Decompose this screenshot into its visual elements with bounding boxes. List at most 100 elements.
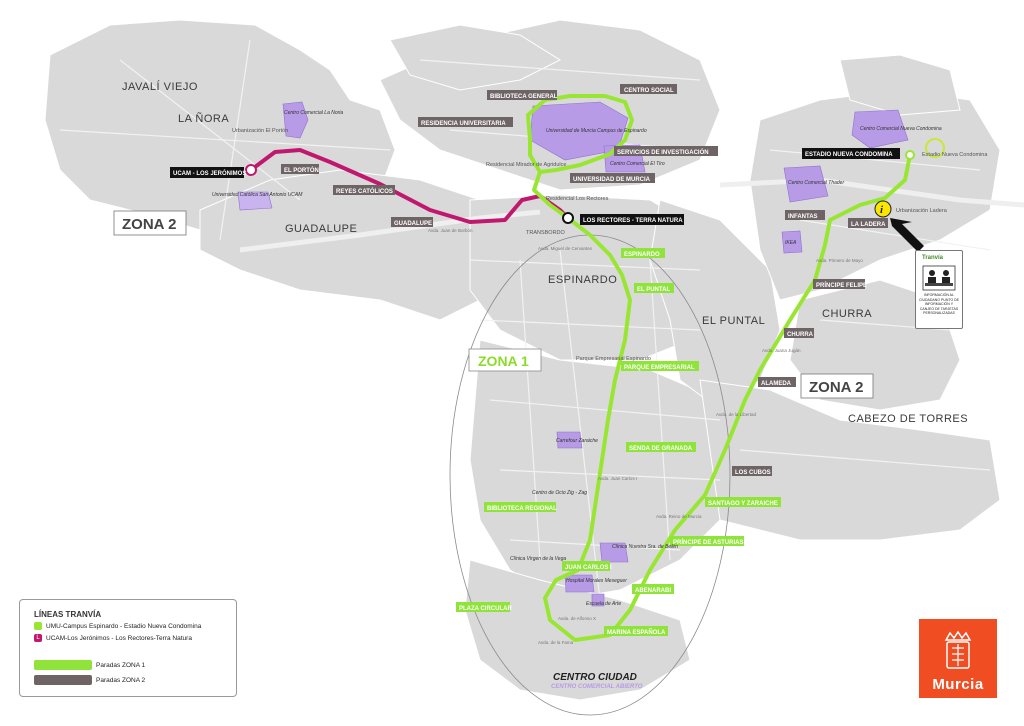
place-cabezo-de-torres: CABEZO DE TORRES xyxy=(848,413,968,425)
poi-cc-la-noria: Centro Comercial La Noria xyxy=(284,110,343,116)
murcia-logo: Murcia xyxy=(919,619,997,698)
tranvia-brand: Tranvía xyxy=(922,255,944,261)
street-miguel-cervantes: Avda. Miguel de Cervantes xyxy=(538,246,593,251)
stop-el-porton: EL PORTÓN xyxy=(284,166,319,174)
legend-line1-label: UMU-Campus Espinardo - Estadio Nueva Con… xyxy=(46,622,202,630)
legend-zona2-bar xyxy=(34,675,92,685)
poi-escuela-arte: Escuela de Arte xyxy=(586,601,621,607)
stop-churra: CHURRA xyxy=(787,332,814,338)
stop-senda-de-granada: SENDA DE GRANADA xyxy=(629,446,693,452)
legend-line1-swatch xyxy=(34,622,42,630)
poi-cc-el-tiro: Centro Comercial El Tiro xyxy=(610,161,665,167)
poi-parque-empresarial: Parque Empresarial Espinardo xyxy=(576,356,651,362)
zona1-label: ZONA 1 xyxy=(478,353,529,369)
stop-plaza-circular: PLAZA CIRCULAR xyxy=(459,606,512,612)
poi-estadio: Estadio Nueva Condomina xyxy=(922,152,988,158)
info-marker: i xyxy=(874,200,892,218)
legend-zona1: Paradas ZONA 1 xyxy=(34,660,145,670)
crown-crest-icon xyxy=(944,630,972,669)
place-guadalupe: GUADALUPE xyxy=(285,223,357,235)
place-names: JAVALÍ VIEJO LA ÑORA GUADALUPE ESPINARDO… xyxy=(122,80,968,690)
stop-el-puntal: EL PUNTAL xyxy=(637,287,670,293)
place-espinardo: ESPINARDO xyxy=(548,274,617,286)
poi-labels: Centro Comercial La Noria Urbanización E… xyxy=(212,110,988,607)
poi-clinica-vega: Clínica Virgen de la Vega xyxy=(510,556,566,562)
street-libertad: Avda. de la Libertad xyxy=(716,412,756,417)
place-churra: CHURRA xyxy=(822,308,872,320)
stadium-marker xyxy=(925,138,945,158)
poi-areas xyxy=(237,101,909,607)
place-centro-comercial-abierto: CENTRO COMERCIAL ABIERTO xyxy=(551,684,643,690)
street-reino-murcia: Avda. Reino de Murcia xyxy=(656,514,702,519)
poi-cc-nueva-condomina: Centro Comercial Nueva Condomina xyxy=(860,126,942,132)
place-el-puntal: EL PUNTAL xyxy=(702,315,765,327)
stop-guadalupe: GUADALUPE xyxy=(394,221,432,227)
terminal-condomina xyxy=(905,150,915,160)
poi-carrefour: Carrefour Zaraiche xyxy=(556,438,598,444)
poi-cc-thader: Centro Comercial Thader xyxy=(788,180,844,186)
legend-zona2-label: Paradas ZONA 2 xyxy=(96,676,146,684)
street-juana-jugan: Avda. Juana Jugán xyxy=(762,348,801,353)
stop-santiago-y-zaraiche: SANTIAGO Y ZARAICHE xyxy=(708,501,778,507)
information-desk-icon xyxy=(922,265,956,291)
street-juan-carlos-i: Avda. Juan Carlos I xyxy=(598,476,637,481)
zone-labels: ZONA 2 ZONA 1 ZONA 2 xyxy=(113,210,874,399)
legend-line2-label: UCAM-Los Jerónimos - Los Rectores-Terra … xyxy=(46,634,192,642)
poi-res-rectores: Residencial Los Rectores xyxy=(546,196,609,202)
zona2-left-label: ZONA 2 xyxy=(122,216,176,233)
tram-line-umu-main xyxy=(532,154,912,642)
stop-abenarabi: ABENARABI xyxy=(635,588,671,594)
poi-ikea: IKEA xyxy=(785,240,797,246)
poi-hospital: Hospital Morales Meseguer xyxy=(566,578,627,584)
poi-res-mirador: Residencial Mirador de Agridulce xyxy=(486,162,566,168)
poi-urb-el-porton: Urbanización El Portón xyxy=(232,128,288,134)
arrow-icon xyxy=(890,218,924,252)
stop-biblioteca-regional: BIBLIOTECA REGIONAL xyxy=(487,506,557,512)
legend-zona1-label: Paradas ZONA 1 xyxy=(96,661,146,669)
stop-biblioteca-general: BIBLIOTECA GENERAL xyxy=(490,94,558,100)
poi-umu: Universidad de Murcia Campus de Espinard… xyxy=(546,128,647,134)
street-fama: Avda. de la Fama xyxy=(538,640,574,645)
legend-line2: L UCAM-Los Jerónimos - Los Rectores-Terr… xyxy=(34,634,192,642)
stop-servicios-investigacion: SERVICIOS DE INVESTIGACIÓN xyxy=(617,148,709,156)
place-la-nora: LA ÑORA xyxy=(178,112,229,125)
stops-zona1: ESPINARDO EL PUNTAL PARQUE EMPRESARIAL S… xyxy=(456,248,781,636)
stop-reyes-catolicos: REYES CATÓLICOS xyxy=(336,187,393,195)
stop-universidad-de-murcia: UNIVERSIDAD DE MURCIA xyxy=(573,177,651,183)
stops-zona2: UCAM - LOS JERÓNIMOS EL PORTÓN REYES CAT… xyxy=(170,84,900,476)
stop-los-cubos: LOS CUBOS xyxy=(735,470,771,476)
svg-text:i: i xyxy=(880,204,884,216)
stop-parque-empresarial: PARQUE EMPRESARIAL xyxy=(624,365,695,371)
poi-urb-ladera: Urbanización Ladera xyxy=(896,208,948,214)
street-labels: Avda. Juan de Borbón Avda. Miguel de Cer… xyxy=(428,228,863,645)
map-legend: LÍNEAS TRANVÍA UMU-Campus Espinardo - Es… xyxy=(19,599,237,697)
place-javali-viejo: JAVALÍ VIEJO xyxy=(122,80,198,93)
stop-espinardo: ESPINARDO xyxy=(624,252,660,258)
zona2-right-label: ZONA 2 xyxy=(809,379,863,396)
stop-infantas: INFANTAS xyxy=(788,214,818,220)
legend-zona2: Paradas ZONA 2 xyxy=(34,675,145,685)
poi-transbordo: TRANSBORDO xyxy=(526,230,566,236)
poi-clinica-sur: Clínica Nuestra Sra. de Belén xyxy=(612,544,678,550)
street-primero-de-mayo: Avda. Primero de Mayo xyxy=(816,258,863,263)
stop-principe-de-asturias: PRÍNCIPE DE ASTURIAS xyxy=(673,538,743,546)
legend-line2-badge: L xyxy=(34,634,42,642)
stop-centro-social: CENTRO SOCIAL xyxy=(624,88,674,94)
street-juan-de-borbon: Avda. Juan de Borbón xyxy=(428,228,473,233)
street-alfonso-x: Avda. de Alfonso X xyxy=(558,616,596,621)
legend-title: LÍNEAS TRANVÍA xyxy=(34,610,102,619)
place-centro-ciudad: CENTRO CIUDAD xyxy=(553,672,637,683)
stop-los-rectores-terra-natura: LOS RECTORES - TERRA NATURA xyxy=(583,218,683,224)
stop-marina-espanola: MARINA ESPAÑOLA xyxy=(607,629,666,636)
legend-zona1-bar xyxy=(34,660,92,670)
poi-centro-ocio: Centro de Ocio Zig - Zag xyxy=(532,490,587,496)
murcia-logo-text: Murcia xyxy=(932,676,984,693)
terminal-rectores xyxy=(562,212,574,224)
stop-residencia-universitaria: RESIDENCIA UNIVERSITARIA xyxy=(421,121,506,127)
stop-la-ladera: LA LADERA xyxy=(851,222,886,228)
stop-juan-carlos-i: JUAN CARLOS I xyxy=(565,565,612,571)
stop-ucam-los-jeronimos: UCAM - LOS JERÓNIMOS xyxy=(173,169,246,177)
terminal-ucam xyxy=(245,164,257,176)
poi-ucam: Universidad Católica San Antonio UCAM xyxy=(212,192,303,198)
stop-estadio-nueva-condomina: ESTADIO NUEVA CONDOMINA xyxy=(805,152,893,158)
